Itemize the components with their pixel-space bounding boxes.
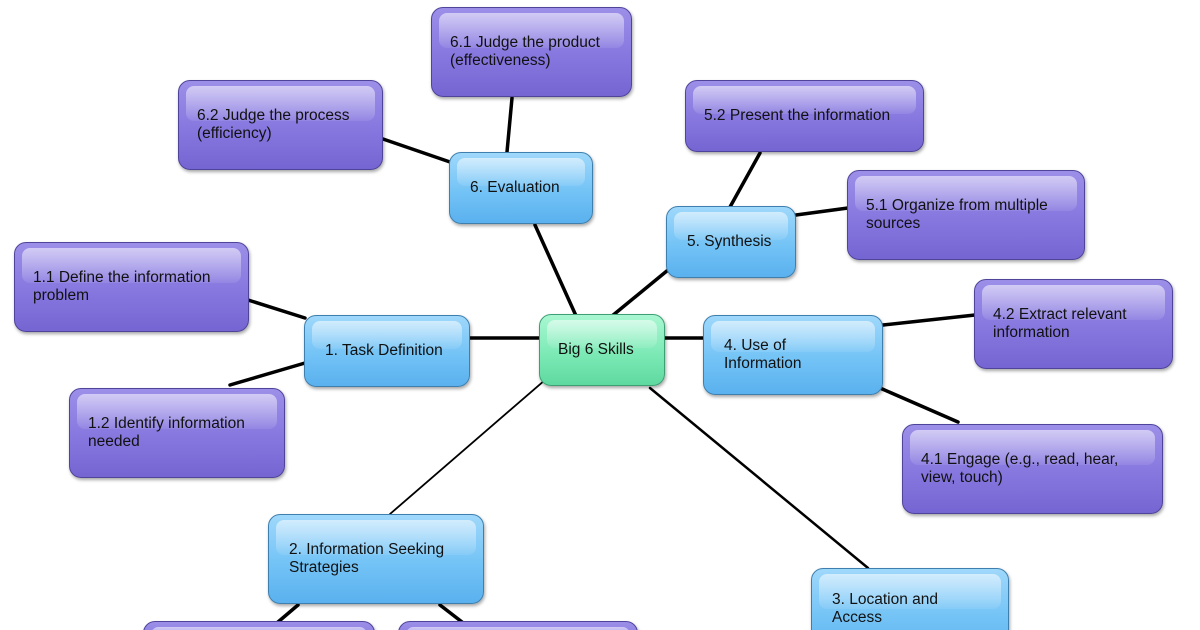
node-4-2-extract-info: 4.2 Extract relevant information [974,279,1173,369]
connector-synthesis-5-2 [728,151,762,209]
connector-use-4-2 [881,313,977,327]
connector-center-info-seeking [389,379,546,515]
node-label: 6.2 Judge the process (efficiency) [197,107,350,142]
node-label: 1.1 Define the information problem [33,269,211,304]
node-label: 6.1 Judge the product (effectiveness) [450,34,600,69]
connector-use-4-1 [878,386,960,424]
node-1-task-definition: 1. Task Definition [304,315,470,387]
connector-synthesis-5-1 [794,206,850,217]
connector-task-1-2 [228,361,307,387]
node-6-evaluation: 6. Evaluation [449,152,593,224]
node-label: 4.1 Engage (e.g., read, hear, view, touc… [921,451,1119,486]
node-label: 4.2 Extract relevant information [993,306,1127,341]
node-6-2-judge-process: 6.2 Judge the process (efficiency) [178,80,383,170]
node-5-2-present-info: 5.2 Present the information [685,80,924,152]
connector-evaluation-6-2 [381,137,452,164]
node-5-synthesis: 5. Synthesis [666,206,796,278]
node-4-use-of-information: 4. Use of Information [703,315,883,395]
node-label: 4. Use of Information [724,337,802,372]
node-label: 3. Location and Access [832,591,939,626]
node-center-big-6-skills: Big 6 Skills [539,314,665,386]
node-label: 5.1 Organize from multiple sources [866,197,1048,232]
node-label: 5.2 Present the information [704,107,891,125]
node-seeking-child-left [143,621,375,630]
node-4-1-engage: 4.1 Engage (e.g., read, hear, view, touc… [902,424,1163,514]
node-5-1-organize: 5.1 Organize from multiple sources [847,170,1085,260]
connector-seeking-left [276,603,300,624]
node-label: 2. Information Seeking Strategies [289,541,445,576]
node-seeking-child-right [398,621,638,630]
node-2-info-seeking: 2. Information Seeking Strategies [268,514,484,604]
node-label: 1.2 Identify information needed [88,415,245,450]
node-3-location-access: 3. Location and Access [811,568,1009,630]
node-label: 5. Synthesis [687,233,772,251]
connector-seeking-right [438,603,464,624]
connector-task-1-1 [246,298,307,320]
node-6-1-judge-product: 6.1 Judge the product (effectiveness) [431,7,632,97]
connector-center-synthesis [610,268,670,318]
node-label: 6. Evaluation [470,179,560,197]
node-1-1-define-problem: 1.1 Define the information problem [14,242,249,332]
node-1-2-identify-info: 1.2 Identify information needed [69,388,285,478]
node-label: Big 6 Skills [558,341,634,359]
connector-evaluation-6-1 [505,96,514,154]
connector-center-evaluation [533,223,579,320]
connector-center-location-access [648,386,870,570]
node-label: 1. Task Definition [325,342,443,360]
